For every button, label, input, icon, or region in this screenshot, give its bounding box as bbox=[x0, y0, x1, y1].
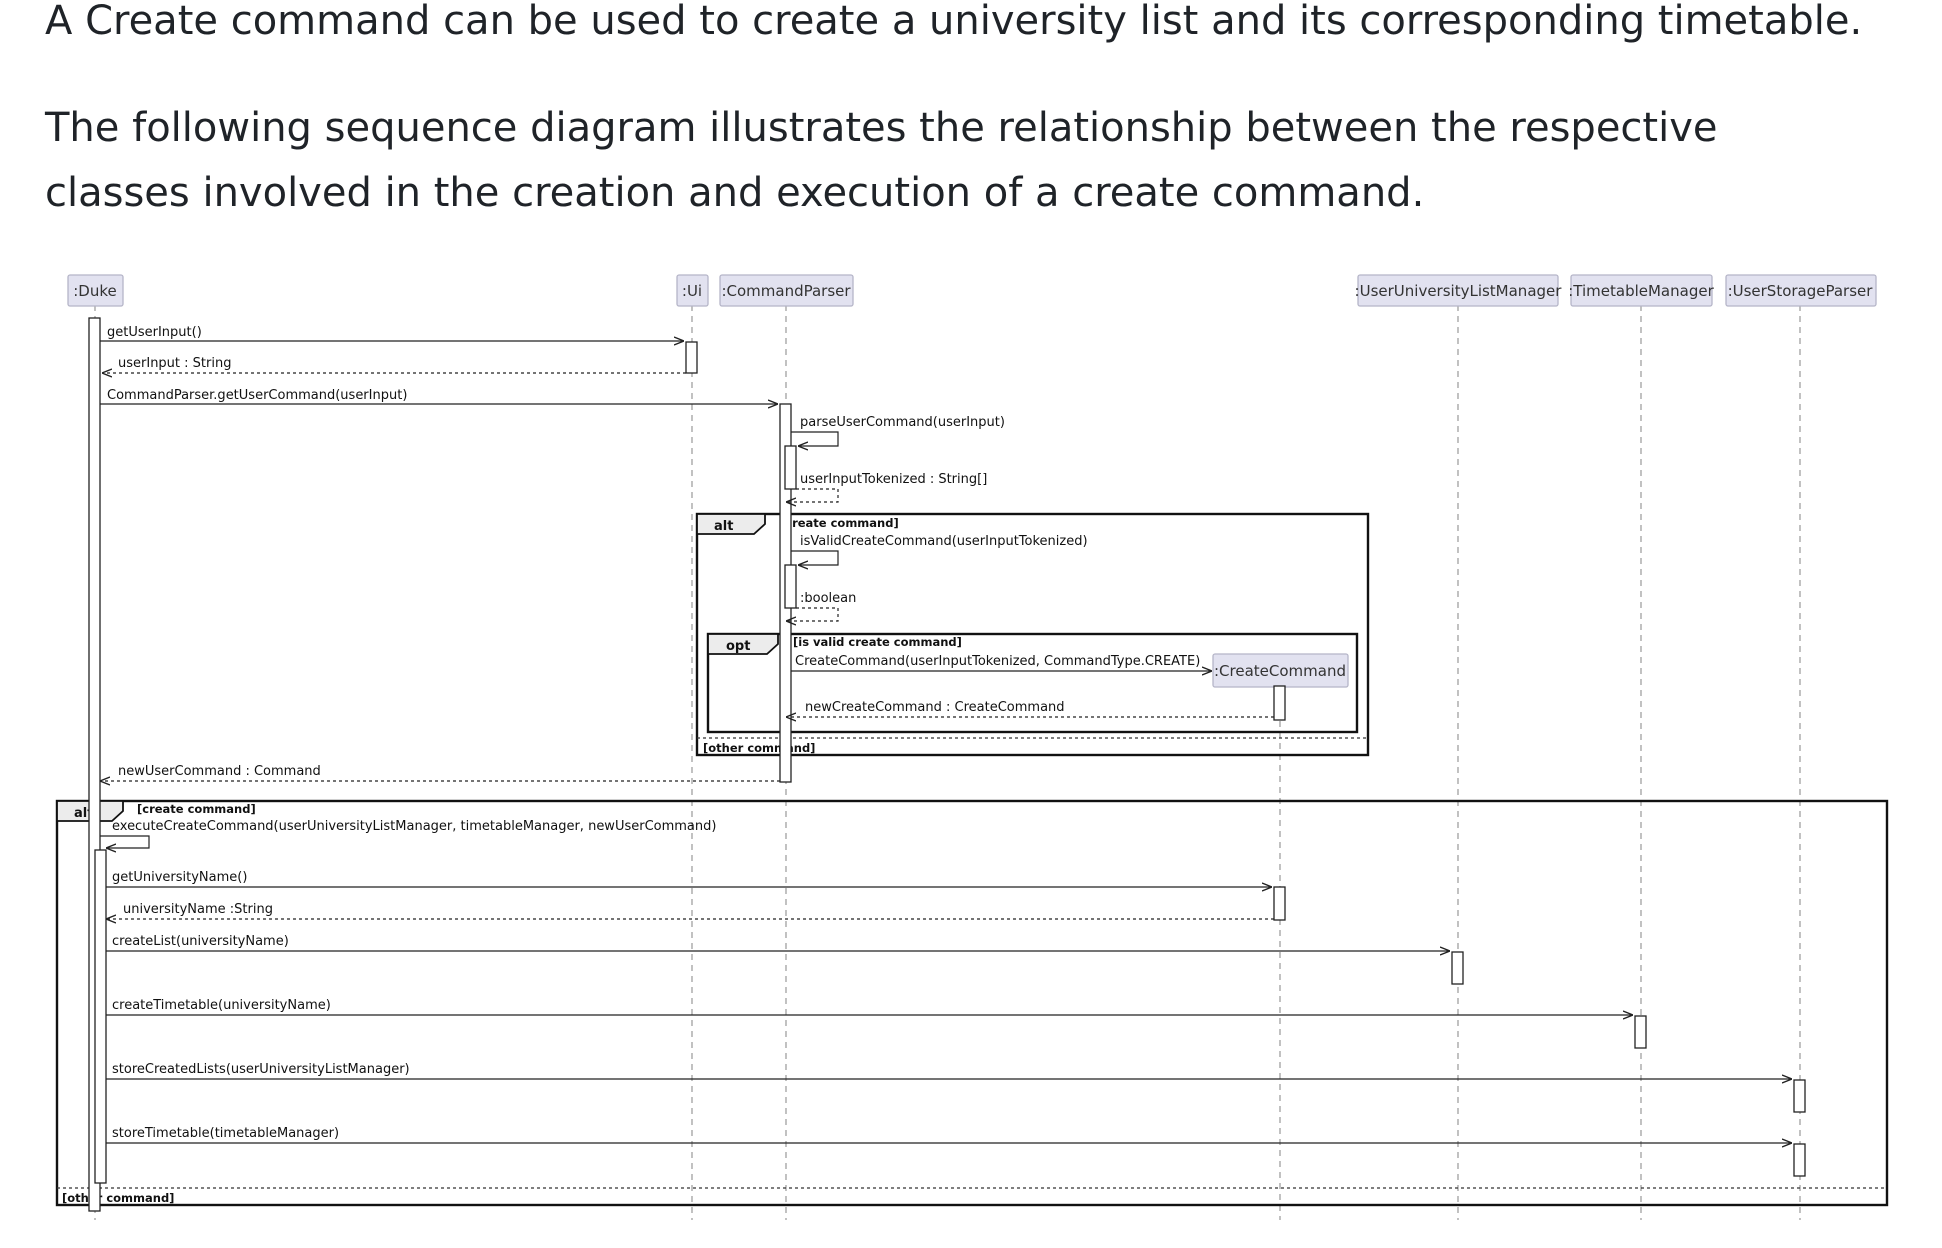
msg-get-user-command: CommandParser.getUserCommand(userInput) bbox=[100, 388, 778, 404]
msg-user-input-tokenized-return: userInputTokenized : String[] bbox=[786, 472, 987, 502]
createcommand-activation bbox=[1273, 685, 1286, 721]
svg-text:[create command]: [create command] bbox=[780, 516, 899, 530]
svg-text:[is valid create command]: [is valid create command] bbox=[793, 635, 962, 649]
ui-activation bbox=[685, 341, 698, 374]
msg-execute-create-command: executeCreateCommand(userUniversityListM… bbox=[100, 819, 716, 848]
svg-text::CreateCommand: :CreateCommand bbox=[1214, 662, 1346, 680]
msg-is-valid-create-command: isValidCreateCommand(userInputTokenized) bbox=[791, 534, 1088, 565]
svg-text::Duke: :Duke bbox=[73, 282, 117, 300]
participant-usp: :UserStorageParser bbox=[1725, 274, 1877, 307]
svg-text:[create command]: [create command] bbox=[137, 802, 256, 816]
svg-text:createTimetable(universityName: createTimetable(universityName) bbox=[112, 998, 331, 1013]
svg-text:executeCreateCommand(userUnive: executeCreateCommand(userUniversityListM… bbox=[112, 819, 716, 834]
usp-store-timetable-activation bbox=[1793, 1143, 1806, 1177]
svg-text:storeCreatedLists(userUniversi: storeCreatedLists(userUniversityListMana… bbox=[112, 1062, 410, 1077]
ulm-activation bbox=[1451, 951, 1464, 985]
svg-text:[other command]: [other command] bbox=[62, 1191, 174, 1205]
msg-parse-user-command: parseUserCommand(userInput) bbox=[791, 415, 1005, 446]
svg-text:alt: alt bbox=[714, 519, 733, 534]
msg-boolean-return: :boolean bbox=[786, 591, 856, 621]
svg-text:getUniversityName(): getUniversityName() bbox=[112, 870, 247, 885]
svg-text:getUserInput(): getUserInput() bbox=[107, 325, 202, 340]
svg-text:userInput : String: userInput : String bbox=[118, 356, 231, 371]
msg-create-command-constructor: CreateCommand(userInputTokenized, Comman… bbox=[791, 654, 1212, 671]
svg-text:universityName :String: universityName :String bbox=[123, 902, 273, 917]
svg-text:userInputTokenized : String[]: userInputTokenized : String[] bbox=[800, 472, 987, 487]
duke-execute-activation bbox=[94, 849, 107, 1184]
svg-text::TimetableManager: :TimetableManager bbox=[1568, 282, 1714, 300]
msg-new-user-command-return: newUserCommand : Command bbox=[100, 764, 780, 781]
participant-createcommand: :CreateCommand bbox=[1212, 653, 1349, 688]
msg-university-name-return: universityName :String bbox=[106, 902, 1274, 919]
svg-text:parseUserCommand(userInput): parseUserCommand(userInput) bbox=[800, 415, 1005, 430]
msg-create-list: createList(universityName) bbox=[106, 934, 1450, 951]
participant-ui: :Ui bbox=[676, 274, 709, 307]
participant-duke: :Duke bbox=[67, 274, 124, 307]
commandparser-valid-activation bbox=[784, 564, 797, 609]
participant-commandparser: :CommandParser bbox=[719, 274, 854, 307]
opt-frame-valid: opt [is valid create command] bbox=[706, 632, 1359, 734]
msg-store-created-lists: storeCreatedLists(userUniversityListMana… bbox=[106, 1062, 1792, 1079]
svg-text:CreateCommand(userInputTokeniz: CreateCommand(userInputTokenized, Comman… bbox=[795, 654, 1200, 669]
svg-text:CommandParser.getUserCommand(u: CommandParser.getUserCommand(userInput) bbox=[107, 388, 407, 403]
svg-text:[other command]: [other command] bbox=[703, 741, 815, 755]
sequence-diagram: :Duke :Ui :CommandParser :UserUniversity… bbox=[55, 274, 1889, 1220]
participant-ulm: :UserUniversityListManager bbox=[1355, 274, 1563, 307]
msg-store-timetable: storeTimetable(timetableManager) bbox=[106, 1126, 1792, 1143]
svg-text:newUserCommand : Command: newUserCommand : Command bbox=[118, 764, 321, 779]
msg-create-timetable: createTimetable(universityName) bbox=[106, 998, 1633, 1015]
description-paragraph: The following sequence diagram illustrat… bbox=[45, 105, 1718, 216]
participant-tm: :TimetableManager bbox=[1568, 274, 1715, 307]
commandparser-parse-activation bbox=[784, 445, 797, 490]
msg-user-input-return: userInput : String bbox=[102, 356, 686, 373]
msg-get-university-name: getUniversityName() bbox=[106, 870, 1272, 887]
duke-activation bbox=[88, 317, 101, 1212]
alt-frame-execute: alt [create command] [other command] bbox=[55, 799, 1889, 1207]
intro-paragraph: A Create command can be used to create a… bbox=[45, 0, 1863, 44]
msg-get-user-input: getUserInput() bbox=[100, 325, 684, 341]
tm-activation bbox=[1634, 1015, 1647, 1049]
svg-text::UserUniversityListManager: :UserUniversityListManager bbox=[1355, 282, 1563, 300]
svg-text::Ui: :Ui bbox=[682, 282, 702, 300]
svg-text:isValidCreateCommand(userInput: isValidCreateCommand(userInputTokenized) bbox=[800, 534, 1088, 549]
svg-text::boolean: :boolean bbox=[800, 591, 856, 606]
svg-text::UserStorageParser: :UserStorageParser bbox=[1728, 282, 1874, 300]
svg-text:storeTimetable(timetableManage: storeTimetable(timetableManager) bbox=[112, 1126, 339, 1141]
usp-store-lists-activation bbox=[1793, 1079, 1806, 1113]
createcommand-getname-activation bbox=[1273, 886, 1286, 921]
svg-text:createList(universityName): createList(universityName) bbox=[112, 934, 289, 949]
svg-text:opt: opt bbox=[726, 639, 750, 654]
svg-text::CommandParser: :CommandParser bbox=[721, 282, 851, 300]
msg-new-create-command-return: newCreateCommand : CreateCommand bbox=[786, 700, 1274, 717]
svg-text:newCreateCommand : CreateComma: newCreateCommand : CreateCommand bbox=[805, 700, 1065, 715]
